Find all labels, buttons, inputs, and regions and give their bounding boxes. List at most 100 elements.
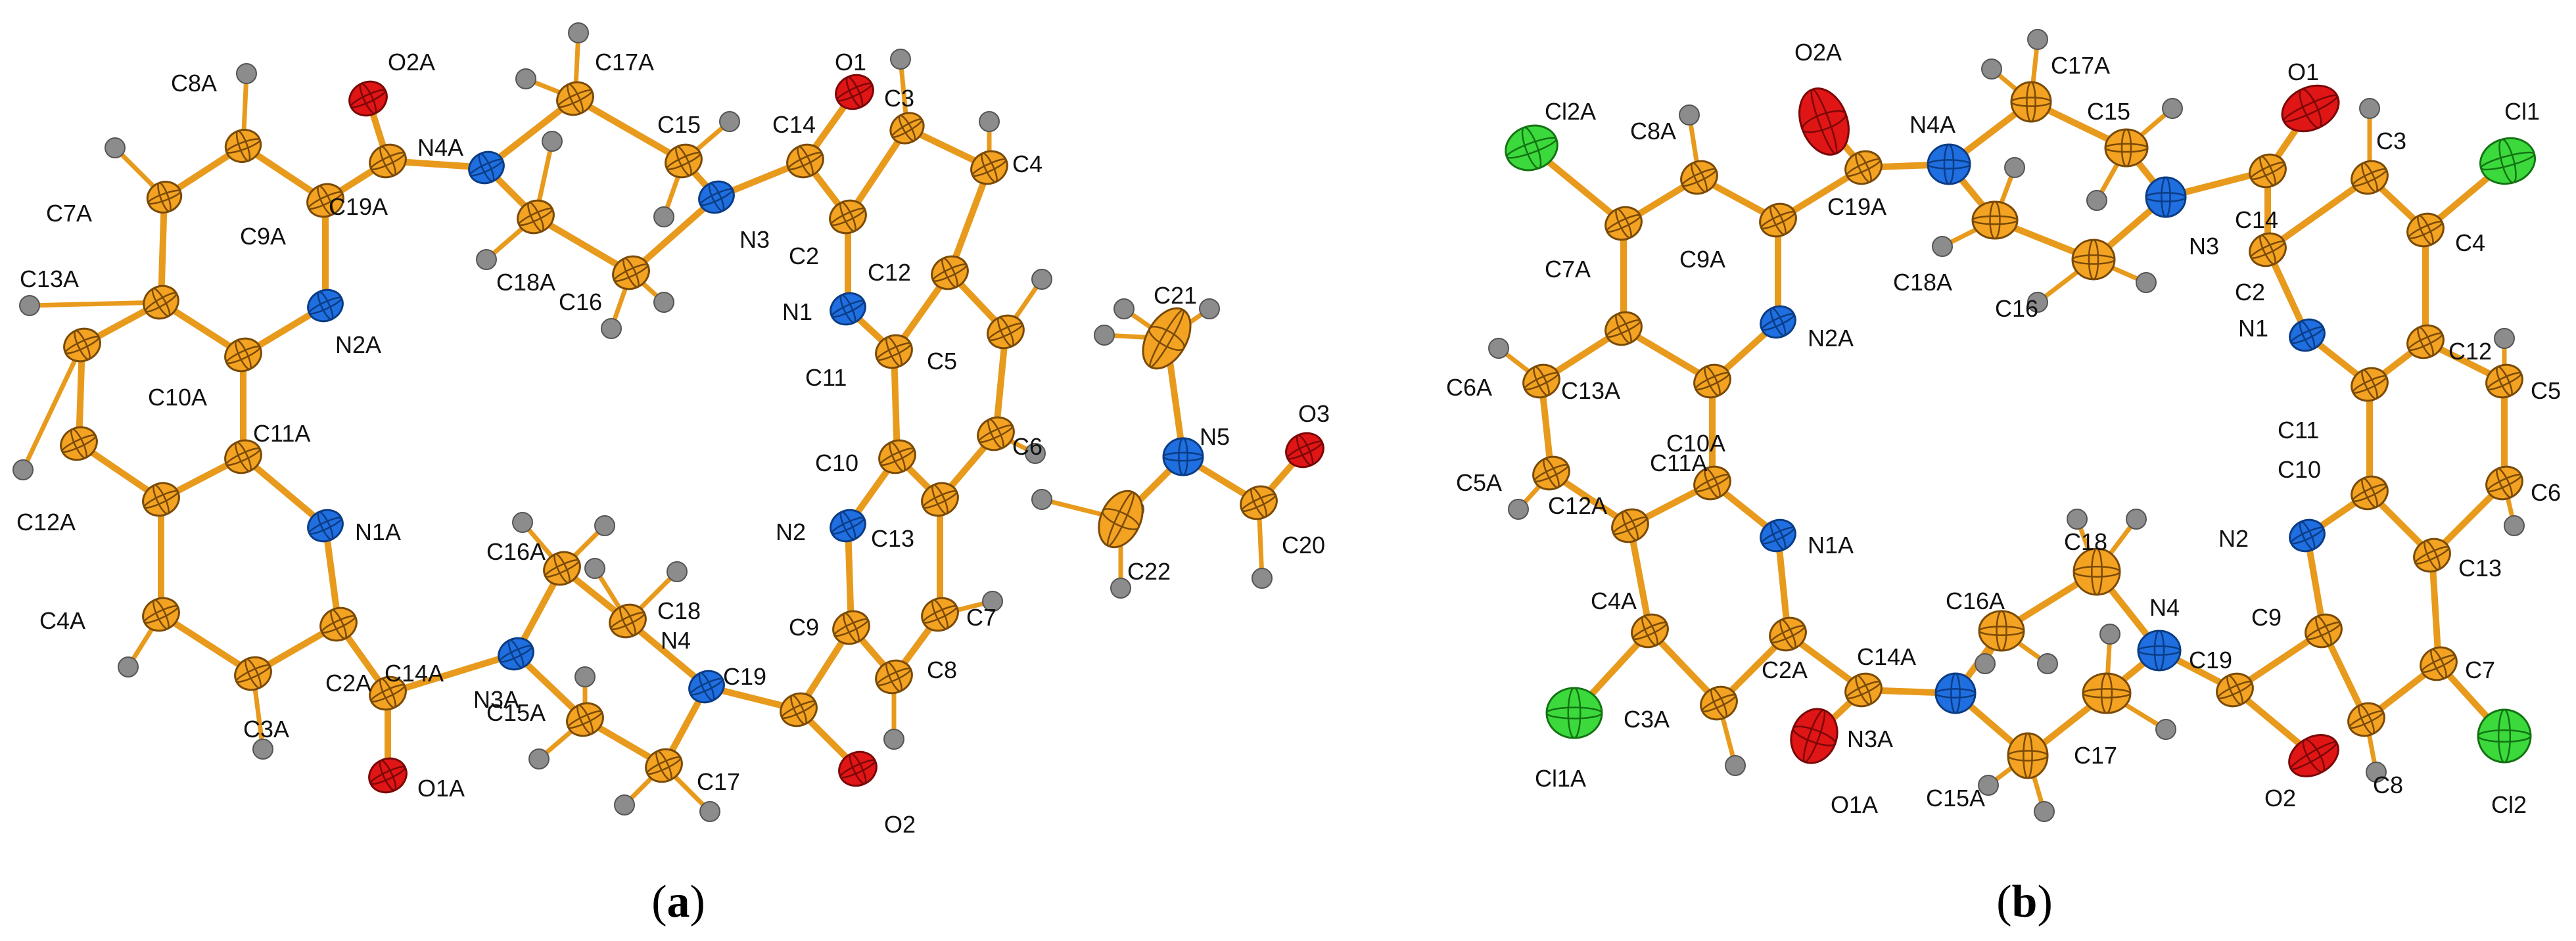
panel-a-atom-ellipsoid-n2 xyxy=(830,509,866,543)
panel-b-atom-c12a xyxy=(1611,508,1649,543)
panel-a-atom-principal-ellipse2-c8 xyxy=(885,661,902,693)
panel-b-atom-n3 xyxy=(2145,176,2187,218)
panel-a-atom-principal-ellipse2-o1a xyxy=(379,759,397,792)
panel-b-atom-ellipsoid-c5 xyxy=(2485,363,2523,399)
panel-b-atom-principal-ellipse-c14 xyxy=(2250,161,2285,181)
panel-b-label-c19a: C19A xyxy=(1827,193,1886,220)
panel-a-atom-ellipsoid-c3a xyxy=(234,656,272,691)
panel-b-atom-principal-ellipse2-o1 xyxy=(2299,88,2322,129)
panel-a-atom-principal-ellipse-c20 xyxy=(1241,493,1276,513)
panel-b-atom-ellipsoid-n4a xyxy=(1927,143,1971,185)
panel-b-label-c13a: C13A xyxy=(1561,377,1620,404)
panel-a-atom-principal-ellipse2-c12a xyxy=(152,484,170,515)
panel-a-atom-o2 xyxy=(838,750,878,787)
panel-b-hydrogen-on-c16a-1 xyxy=(2037,653,2058,674)
panel-a-atom-ellipsoid-o1a xyxy=(368,757,408,794)
panel-b-atom-principal-ellipse-n4a xyxy=(1927,159,1971,170)
panel-a-label-c2a: C2A xyxy=(325,670,371,697)
panel-a-atom-principal-ellipse2-c19a xyxy=(379,145,396,177)
panel-b-label-c10a: C10A xyxy=(1666,430,1725,457)
panel-a-atom-principal-ellipse2-c15a xyxy=(576,704,594,735)
panel-b-atom-principal-ellipse-c17a xyxy=(2010,97,2052,107)
panel-a-atom-c15a xyxy=(566,702,604,737)
panel-b-atom-principal-ellipse2-c19 xyxy=(2226,674,2243,706)
panel-a-atom-c3 xyxy=(889,112,925,145)
panel-b-atom-principal-ellipse2-c18a xyxy=(1989,200,2001,240)
panel-b-atom-c6 xyxy=(2485,465,2523,501)
panel-b-atom-principal-ellipse-c8 xyxy=(2349,710,2384,729)
panel-a-atom-principal-ellipse-c9 xyxy=(833,618,869,637)
panel-b-atom-principal-ellipse-n3 xyxy=(2145,192,2187,202)
panel-a-atom-principal-ellipse2-o2 xyxy=(849,752,867,785)
panel-a-atom-principal-ellipse2-c14a xyxy=(379,677,396,709)
panel-b-label-c12: C12 xyxy=(2448,338,2492,365)
panel-a-label-c4: C4 xyxy=(1012,150,1042,177)
panel-b-atom-c7a xyxy=(1604,206,1643,241)
panel-a-atom-principal-ellipse2-n1a xyxy=(317,511,334,541)
panel-a-bond-c3a-c4a xyxy=(158,611,256,677)
panel-b-hydrogen-on-c17-0 xyxy=(2099,624,2120,645)
panel-a-atom-principal-ellipse2-c12 xyxy=(941,257,958,288)
panel-b-atom-principal-ellipse-o2a xyxy=(1801,110,1847,133)
panel-b-atom-ellipsoid-n3a xyxy=(1934,672,1977,714)
panel-a-hydrogen-on-c18a-1 xyxy=(542,131,563,152)
panel-a-atom-principal-ellipse-c19 xyxy=(781,700,816,720)
panel-a-label-c9a: C9A xyxy=(240,223,286,250)
panel-a-label-n2a: N2A xyxy=(335,331,381,358)
panel-b-atom-principal-ellipse-o1a xyxy=(1792,725,1837,746)
panel-b-label-c15a: C15A xyxy=(1926,785,1985,812)
panel-a-label-c3: C3 xyxy=(884,85,914,112)
panel-a-atom-principal-ellipse2-c18a xyxy=(527,201,544,233)
panel-b-atom-principal-ellipse2-c13a xyxy=(1615,313,1632,344)
panel-b-atom-ellipsoid-c18a xyxy=(1971,200,2019,240)
panel-b-hydrogen-on-c18a-1 xyxy=(2004,157,2025,178)
panel-a-atom-principal-ellipse-c17 xyxy=(646,756,682,775)
panel-a-atom-principal-ellipse-c5 xyxy=(988,322,1023,342)
panel-a-label-c9: C9 xyxy=(789,614,819,641)
panel-b-atom-principal-ellipse2-c3 xyxy=(2361,162,2378,193)
panel-b-atom-c5a xyxy=(1532,455,1570,491)
panel-a-atom-principal-ellipse-c15 xyxy=(666,151,701,171)
panel-a-atom-principal-ellipse-c12 xyxy=(932,263,968,283)
panel-b-hydrogen-on-c18-1 xyxy=(2126,509,2147,530)
panel-a-atom-principal-ellipse2-c5 xyxy=(997,316,1014,348)
panel-b-atom-principal-ellipse-c12a xyxy=(1612,516,1648,536)
panel-a-atom-principal-ellipse-n4 xyxy=(690,677,724,696)
panel-a-atom-principal-ellipse2-o2a xyxy=(359,82,377,115)
panel-a-atom-principal-ellipse-c3 xyxy=(891,118,923,138)
panel-b-atom-principal-ellipse-n2a xyxy=(1761,313,1795,331)
panel-a-atom-principal-ellipse2-c4 xyxy=(981,152,998,183)
panel-b-atom-principal-ellipse2-c10 xyxy=(2361,477,2378,509)
panel-a-atom-principal-ellipse-c9a xyxy=(308,191,343,210)
panel-a-hydrogen-on-c13a-0 xyxy=(19,295,40,316)
panel-a-atom-principal-ellipse2-c14 xyxy=(797,145,814,177)
panel-b-atom-c19 xyxy=(2216,672,2254,708)
panel-a-label-o1a: O1A xyxy=(417,775,465,802)
panel-a-label-c18a: C18A xyxy=(496,269,555,296)
panel-a-atom-n2 xyxy=(830,509,866,543)
panel-b-label-c17: C17 xyxy=(2074,742,2117,769)
panel-a-atom-ellipsoid-c5a xyxy=(60,426,98,461)
panel-a-atom-c6 xyxy=(977,416,1015,451)
panel-b-hydrogen-on-c6a-0 xyxy=(1488,338,1509,359)
panel-a-atom-c2 xyxy=(829,199,867,235)
panel-b-atom-c14a xyxy=(1844,672,1883,708)
panel-b-label-c2: C2 xyxy=(2235,279,2265,306)
panel-a-hydrogen-on-c15-0 xyxy=(719,111,740,132)
panel-a-atom-principal-ellipse-c2 xyxy=(830,207,866,227)
panel-b-atom-principal-ellipse2-n4 xyxy=(2153,630,2165,672)
panel-a-label-n5: N5 xyxy=(1200,423,1230,450)
panel-b-atom-principal-ellipse2-c6 xyxy=(2496,467,2513,499)
panel-a-bond-c11-c10 xyxy=(891,348,901,460)
panel-a-label-c15a: C15A xyxy=(486,699,546,726)
panel-a-hydrogen-on-c17-1 xyxy=(699,801,720,822)
panel-a-atom-principal-ellipse-c19a xyxy=(370,151,406,171)
panel-b-atom-c2 xyxy=(2249,232,2287,267)
panel-a-atom-c16a xyxy=(543,551,581,586)
panel-b-atom-ellipsoid-c17a xyxy=(2010,81,2052,123)
panel-b-atom-principal-ellipse2-c3a xyxy=(1710,687,1727,719)
panel-a-hydrogen-on-c18-1 xyxy=(584,558,605,579)
panel-a-label-c19a: C19A xyxy=(329,193,388,220)
panel-b-label-c11a: C11A xyxy=(1650,449,1707,476)
